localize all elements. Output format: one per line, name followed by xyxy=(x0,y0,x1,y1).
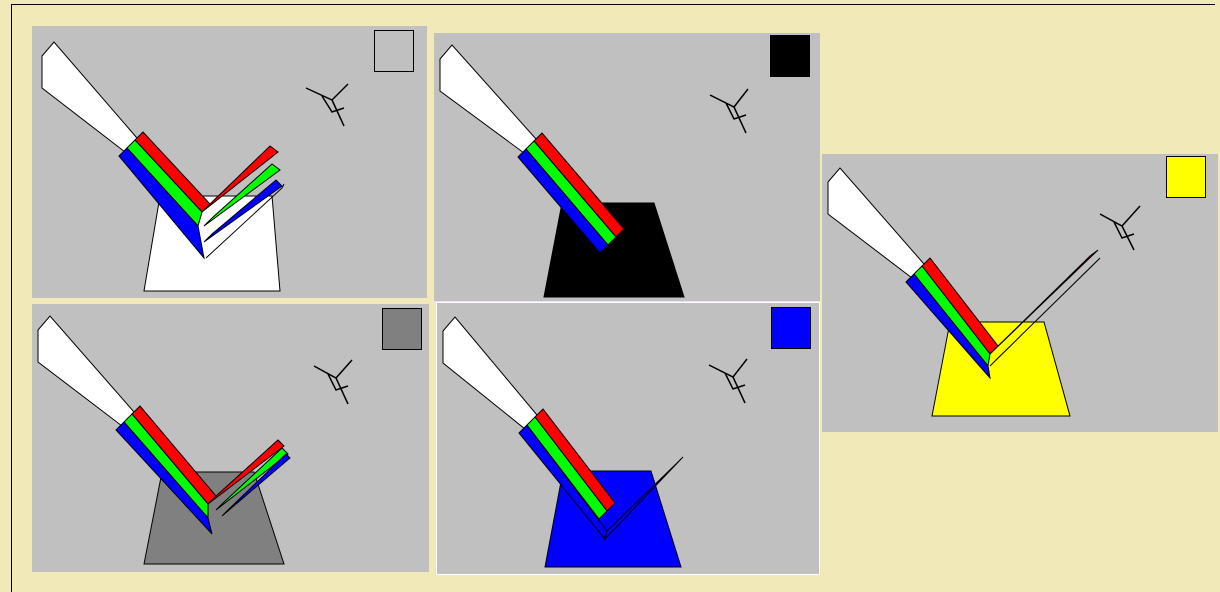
scene-yellow xyxy=(822,154,1218,432)
eye-icon xyxy=(710,89,748,133)
panel-black-surface xyxy=(434,33,820,301)
panel-yellow-surface xyxy=(822,154,1218,432)
surface-color-swatch-white xyxy=(374,30,414,72)
scene-gray xyxy=(32,304,429,572)
light-beam xyxy=(828,168,924,278)
eye-icon xyxy=(1100,206,1140,250)
panel-gray-surface xyxy=(32,304,429,572)
eye-icon xyxy=(314,360,352,404)
panel-blue-surface xyxy=(436,302,820,575)
light-beam xyxy=(440,45,536,153)
eye-icon xyxy=(709,359,747,403)
surface-color-swatch-gray xyxy=(382,308,422,350)
panel-white-surface xyxy=(32,26,427,298)
scene-blue xyxy=(437,303,819,574)
scene-white xyxy=(32,26,427,298)
light-beam xyxy=(443,317,537,429)
surface-color-swatch-yellow xyxy=(1166,156,1206,198)
surface-color-swatch-blue xyxy=(771,307,811,349)
scene-black xyxy=(434,33,820,301)
gray-surface xyxy=(144,472,284,564)
light-beam xyxy=(38,316,134,426)
light-beam xyxy=(42,42,137,152)
eye-icon xyxy=(306,84,348,126)
surface-color-swatch-black xyxy=(770,35,810,77)
